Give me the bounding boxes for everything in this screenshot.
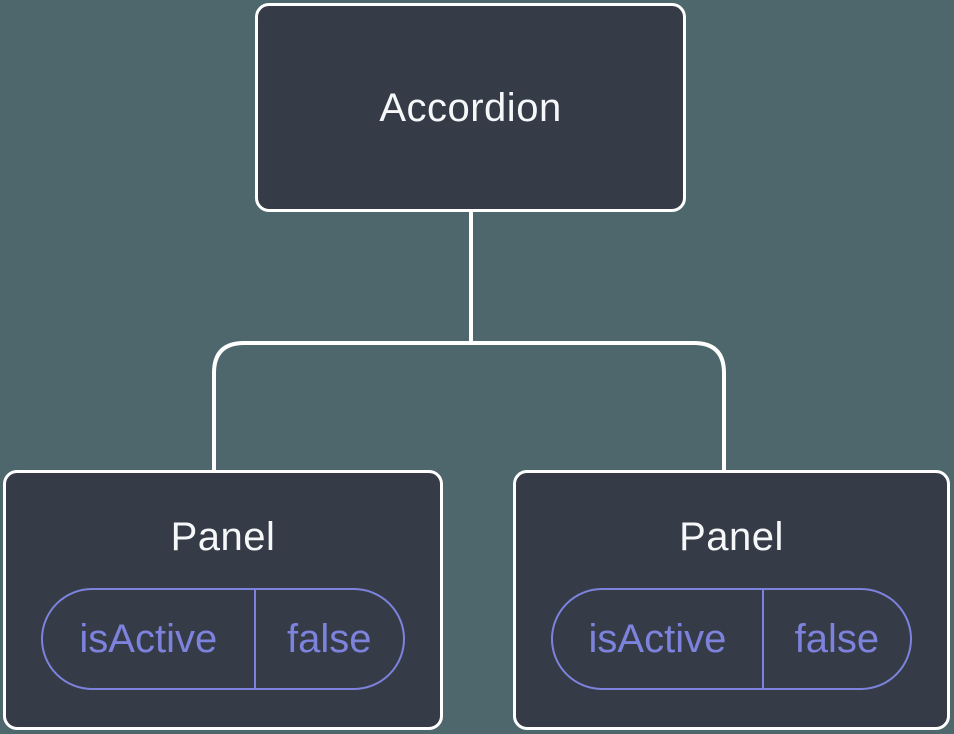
tree-node-panel-left: Panel isActive false	[3, 470, 443, 730]
panel-node-label: Panel	[679, 515, 784, 559]
state-pill: isActive false	[41, 588, 405, 690]
state-name-label: isActive	[43, 590, 256, 688]
connector-branch	[212, 341, 726, 470]
tree-node-accordion: Accordion	[255, 3, 686, 212]
panel-node-label: Panel	[170, 515, 276, 559]
state-name-label: isActive	[553, 590, 764, 688]
tree-node-panel-right: Panel isActive false	[513, 470, 950, 730]
state-value-label: false	[794, 617, 880, 661]
accordion-node-label: Accordion	[379, 85, 562, 130]
state-pill: isActive false	[551, 588, 912, 690]
state-value-label: false	[287, 617, 372, 661]
